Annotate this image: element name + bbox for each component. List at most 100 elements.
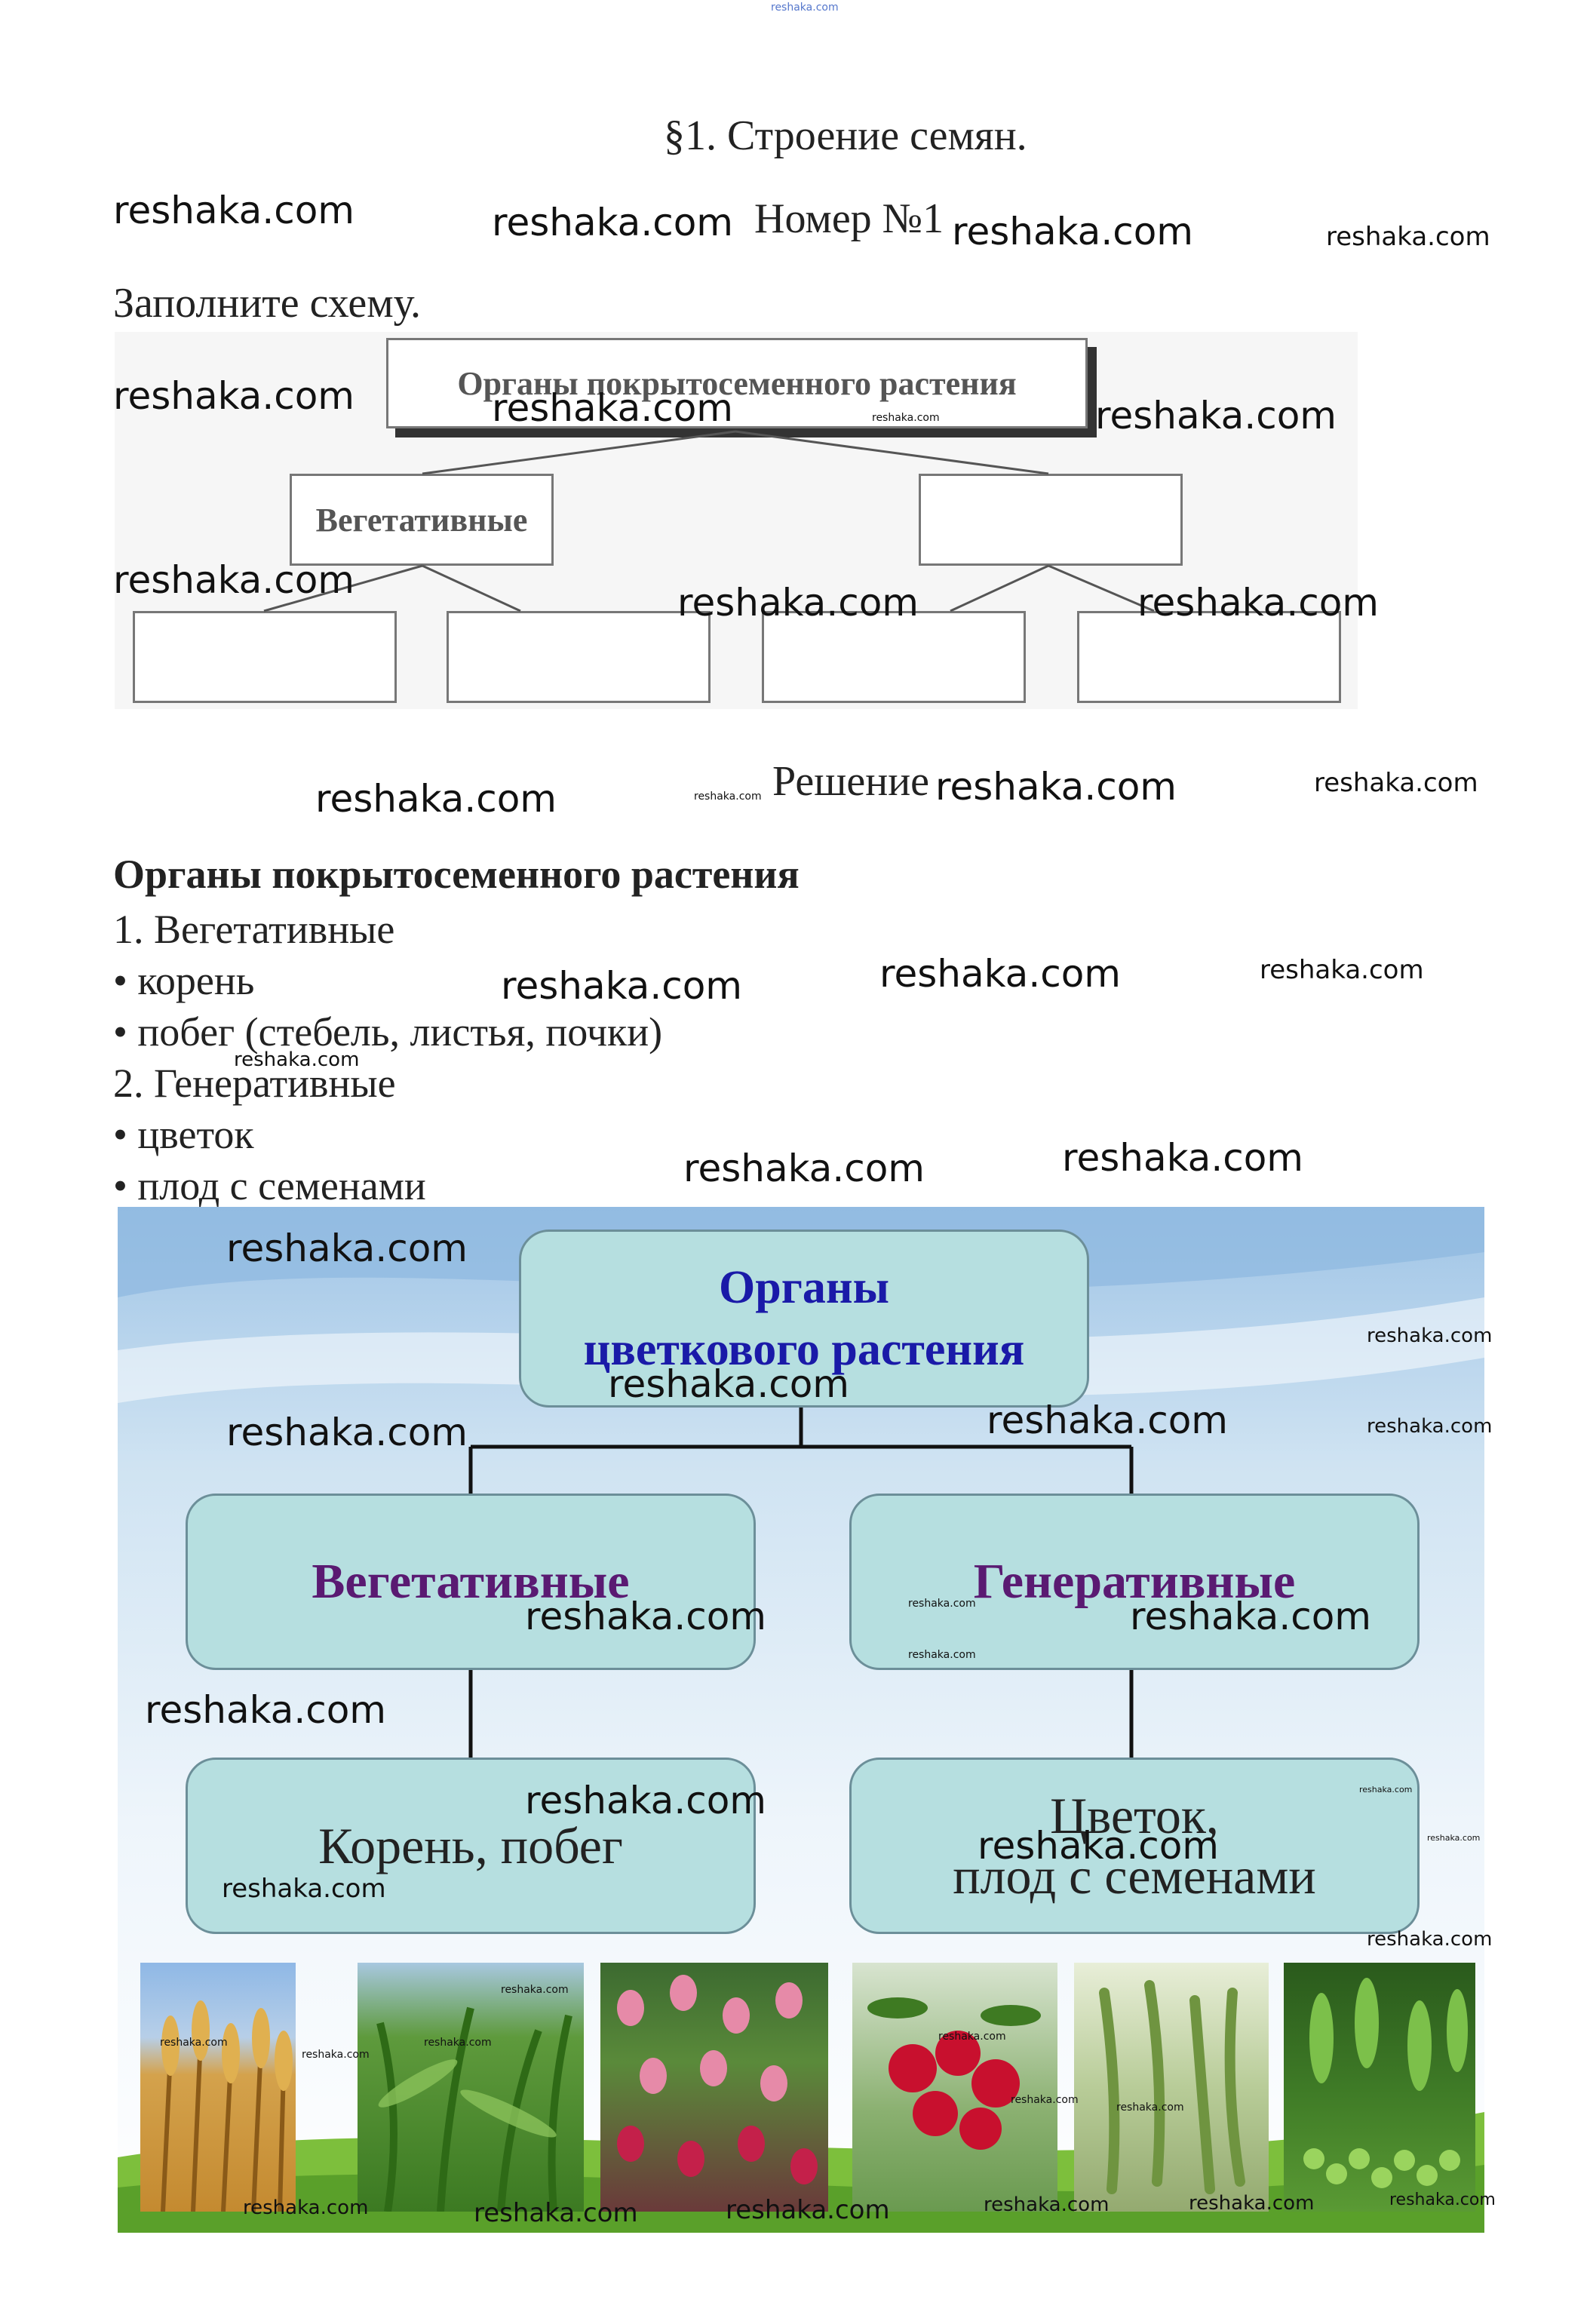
watermark: reshaka.com (872, 412, 940, 424)
watermark: reshaka.com (694, 791, 762, 803)
task-number: Номер №1 (754, 195, 944, 242)
watermark: reshaka.com (501, 964, 742, 1008)
beans-photo (1074, 1963, 1269, 2212)
watermark: reshaka.com (1011, 2094, 1079, 2106)
diagram-root-line2: цветкового растения (583, 1324, 1025, 1375)
watermark: reshaka.com (1314, 768, 1478, 798)
diagram-generative-child-line1: Цветок, (1050, 1787, 1219, 1844)
watermark: reshaka.com (1367, 1415, 1493, 1438)
watermark: reshaka.com (492, 386, 733, 430)
watermark: reshaka.com (1137, 581, 1379, 625)
scheme-left-box: Вегетативные (290, 474, 554, 566)
watermark: reshaka.com (987, 1398, 1228, 1442)
watermark: reshaka.com (608, 1362, 849, 1406)
page-title: §1. Строение семян. (664, 112, 1027, 159)
diagram-vegetative-box: Вегетативные (186, 1494, 756, 1670)
apples-photo (852, 1963, 1057, 2212)
watermark: reshaka.com (677, 581, 919, 625)
watermark: reshaka.com (908, 1649, 976, 1661)
watermark: reshaka.com (1095, 394, 1337, 437)
answer-heading: Органы покрытосеменного растения (113, 852, 800, 897)
peas-photo (1284, 1963, 1475, 2212)
answer-list: 1. Вегетативные • корень • побег (стебел… (113, 904, 662, 1211)
watermark: reshaka.com (222, 1874, 386, 1904)
scheme-root-label: Органы покрытосеменного растения (457, 364, 1017, 402)
watermark: reshaka.com (113, 558, 355, 602)
scheme-connectors (263, 430, 1155, 612)
watermark: reshaka.com (879, 952, 1121, 996)
diagram-connectors (468, 1408, 1134, 1758)
scheme-root-box: Органы покрытосеменного растения (386, 338, 1088, 428)
watermark: reshaka.com (145, 1688, 386, 1732)
watermark: reshaka.com (1062, 1136, 1303, 1180)
diagram-generative-child-line2: плод с семенами (953, 1847, 1316, 1905)
beans-illustration (1099, 1980, 1245, 2194)
watermark: reshaka.com (1260, 955, 1424, 985)
diagram-vegetative-child-box: Корень, побег (186, 1758, 756, 1934)
header-watermark: reshaka.com (771, 2, 839, 14)
answer-line: • цветок (113, 1112, 254, 1157)
watermark: reshaka.com (525, 1595, 766, 1638)
watermark: reshaka.com (1359, 1785, 1413, 1794)
scheme-leaf-box-3 (762, 611, 1026, 703)
watermark: reshaka.com (726, 2195, 890, 2225)
wheat-photo (140, 1963, 296, 2212)
watermark: reshaka.com (113, 189, 355, 232)
watermark: reshaka.com (683, 1147, 925, 1190)
watermark: reshaka.com (1389, 2190, 1496, 2209)
scheme-leaf-box-2 (447, 611, 711, 703)
watermark: reshaka.com (1427, 1833, 1481, 1843)
watermark: reshaka.com (302, 2049, 370, 2061)
diagram-vegetative-child-label: Корень, побег (318, 1816, 623, 1874)
watermark: reshaka.com (952, 210, 1193, 253)
watermark: reshaka.com (1130, 1595, 1371, 1638)
watermark: reshaka.com (935, 765, 1177, 809)
answer-line: 2. Генеративные (113, 1061, 396, 1106)
watermark: reshaka.com (234, 1048, 360, 1071)
watermark: reshaka.com (1326, 222, 1490, 252)
diagram-generative-box: Генеративные (849, 1494, 1420, 1670)
watermark: reshaka.com (978, 1824, 1219, 1868)
watermark: reshaka.com (525, 1779, 766, 1822)
watermark: reshaka.com (1116, 2101, 1184, 2114)
corn-illustration (376, 2006, 572, 2212)
diagram-root-line1: Органы (719, 1262, 889, 1313)
scheme-right-box (919, 474, 1183, 566)
watermark: reshaka.com (501, 1984, 569, 1996)
watermark: reshaka.com (1367, 1928, 1493, 1951)
watermark: reshaka.com (1367, 1325, 1493, 1347)
diagram-generative-child-box: Цветок, плод с семенами (849, 1758, 1420, 1934)
watermark: reshaka.com (474, 2198, 638, 2228)
solution-heading: Решение (772, 758, 930, 805)
watermark: reshaka.com (226, 1411, 468, 1454)
diagram-vegetative-label: Вегетативные (312, 1554, 630, 1609)
watermark: reshaka.com (315, 777, 557, 821)
diagram-root-box: Органы цветкового растения (519, 1230, 1089, 1408)
corn-photo (358, 1963, 584, 2212)
scheme-leaf-box-4 (1077, 611, 1341, 703)
watermark: reshaka.com (984, 2194, 1110, 2216)
answer-line: • корень (113, 958, 255, 1003)
watermark: reshaka.com (226, 1226, 468, 1270)
apples-illustration (867, 1997, 1041, 2150)
tulips-illustration (617, 1975, 818, 2184)
watermark: reshaka.com (492, 201, 733, 244)
tulips-photo (600, 1963, 828, 2212)
watermark: reshaka.com (938, 2031, 1006, 2043)
answer-line: • плод с семенами (113, 1163, 426, 1208)
watermark: reshaka.com (1189, 2192, 1315, 2215)
answer-line: 1. Вегетативные (113, 907, 395, 952)
watermark: reshaka.com (243, 2197, 369, 2219)
diagram-generative-label: Генеративные (973, 1554, 1296, 1609)
watermark: reshaka.com (160, 2037, 228, 2049)
watermark: reshaka.com (113, 374, 355, 418)
answer-line: • побег (стебель, листья, почки) (113, 1009, 663, 1055)
task-instruction: Заполните схему. (113, 280, 422, 327)
wheat-illustration (161, 2000, 293, 2212)
flower-organs-diagram: Органы цветкового растения Вегетативные … (118, 1207, 1484, 2233)
peas-illustration (1303, 1978, 1468, 2188)
watermark: reshaka.com (908, 1598, 976, 1610)
scheme-left-label: Вегетативные (315, 501, 528, 539)
watermark: reshaka.com (424, 2037, 492, 2049)
scheme-leaf-box-1 (133, 611, 397, 703)
